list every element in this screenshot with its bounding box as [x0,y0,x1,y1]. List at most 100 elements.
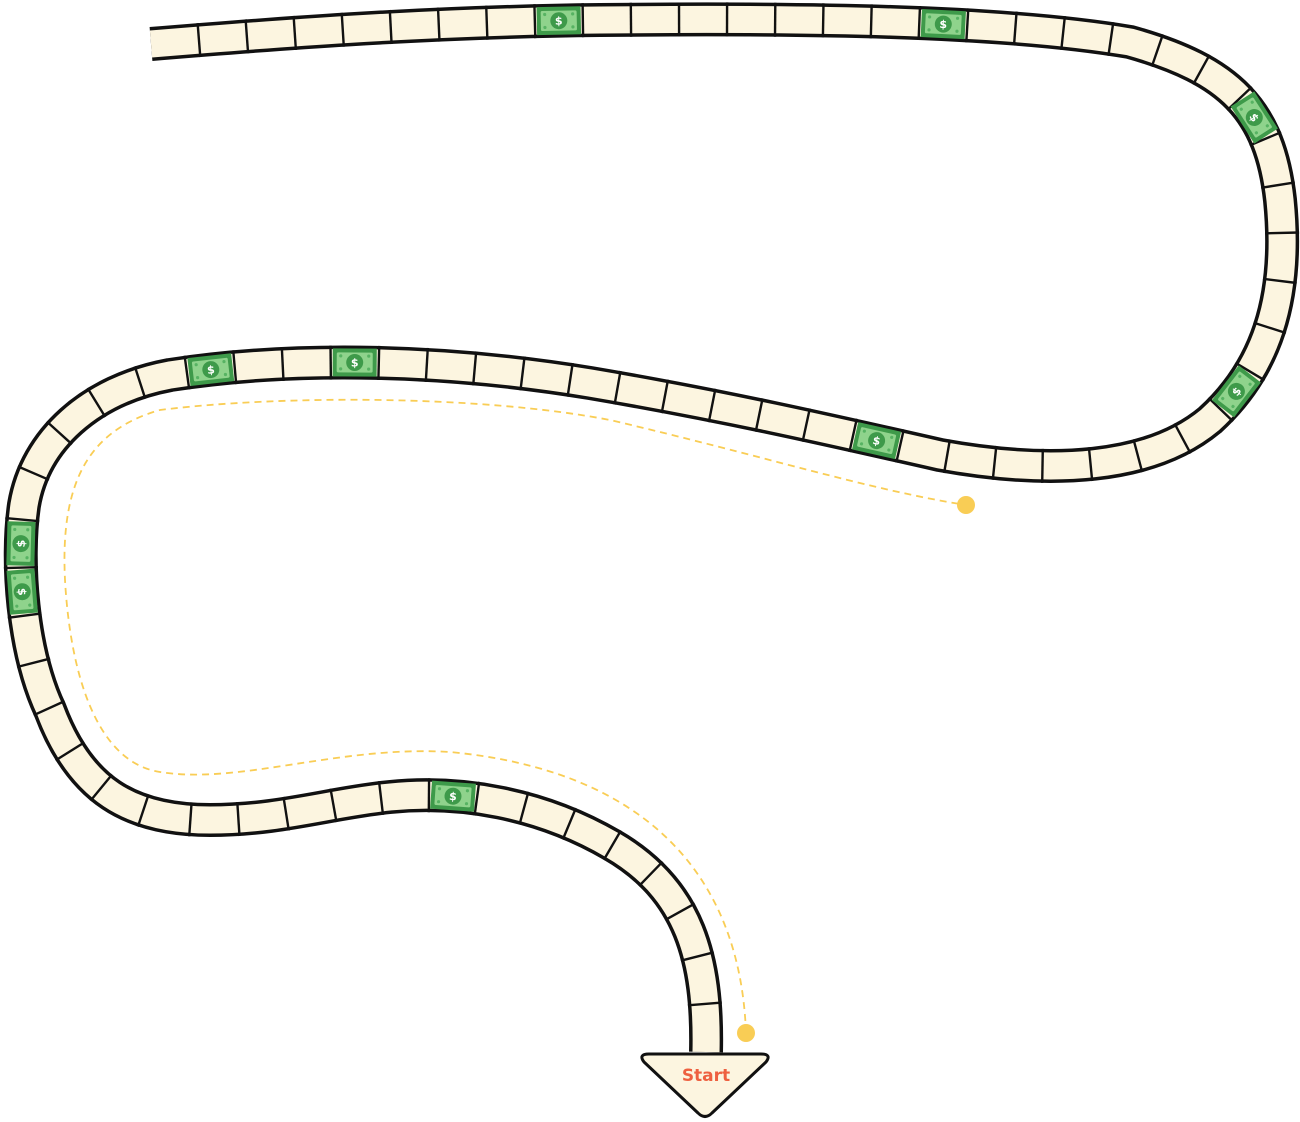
track-divider [1253,321,1287,335]
track-divider [3,566,38,570]
start-arrow [640,1052,770,1118]
dollar-bill-corner-dot [367,354,371,358]
money-space[interactable]: $ [6,568,38,615]
dollar-bill-medallion [1245,109,1263,126]
track-divider [707,388,717,423]
track-divider [602,829,622,861]
dollar-bill-corner-dot [437,787,442,791]
track [3,2,1300,1053]
money-space[interactable]: $ [1230,91,1278,144]
dollar-sign: $ [351,356,359,369]
dollar-bill-medallion [346,354,364,371]
track-divider [1234,361,1266,382]
track-divider [895,429,905,463]
dollar-bill-corner-dot [890,435,894,439]
dollar-bill-corner-dot [465,789,470,793]
track-divider [280,346,285,381]
track-divider [821,3,825,38]
dollar-bill-corner-dot [928,15,932,19]
track-divider [377,345,381,380]
money-space[interactable]: $ [536,6,582,36]
money-space[interactable]: $ [187,353,235,386]
track-divider [196,23,202,58]
dollar-bill-corner-dot [367,367,371,371]
track-divider [660,379,670,414]
start-label: Start [682,1066,730,1086]
dollar-bill-medallion [550,12,568,30]
track-divider [581,3,585,38]
dollar-bill-corner-dot [887,448,891,452]
start-space[interactable]: Start [640,1052,770,1118]
dollar-bill-medallion [1227,382,1245,400]
track-divider [917,5,922,41]
track-divider [848,418,858,453]
track-divider [188,802,193,837]
track-divider [54,741,86,762]
money-space[interactable]: $ [332,348,377,377]
dollar-bill-corner-dot [25,575,30,579]
dollar-bill-corner-dot [222,359,226,364]
dollar-bill-corner-dot [543,25,547,30]
dollar-bill-corner-dot [13,576,17,580]
track-divider [436,7,441,42]
dollar-bill-medallion [13,583,31,601]
dollar-bill-medallion [934,15,952,33]
track-divider [424,347,429,382]
dollar-bill-corner-dot [1250,100,1254,104]
hint-path-dot-end [957,496,975,514]
hint-path-dot-start [737,1024,755,1042]
track-divider [388,9,393,45]
track-divider [687,1001,722,1007]
money-space[interactable]: $ [920,9,966,40]
track-divider [965,8,970,43]
track-divider [1060,15,1067,51]
track-divider [292,15,298,50]
dollar-bill-corner-dot [15,604,19,608]
dollar-sign: $ [555,15,563,28]
dollar-bill-corner-dot [571,12,575,16]
track-divider [1041,448,1044,483]
track-divider [472,351,478,386]
dollar-bill-corner-dot [1248,382,1252,386]
dollar-sign: $ [206,363,215,377]
track-divider [86,387,107,418]
track-divider [518,791,530,825]
track-divider [232,350,238,385]
money-space[interactable]: $ [430,780,476,812]
track-divider [7,612,42,619]
dollar-bill-corner-dot [339,367,343,371]
track-divider [329,788,338,823]
dollar-bill-corner-dot [194,363,198,367]
track-divider [519,356,526,391]
track-divider [1262,277,1297,285]
track-divider [133,366,147,400]
dollar-bill-corner-dot [927,28,931,32]
track-divider [1207,396,1234,423]
dollar-sign: $ [15,587,29,596]
money-space[interactable]: $ [852,422,902,460]
dollar-bill-medallion [12,535,30,553]
dollar-sign: $ [939,18,947,31]
dollar-bill-corner-dot [571,25,575,29]
dollar-bill-medallion [202,361,220,379]
dollar-sign: $ [449,790,458,804]
track-dividers [3,2,1300,1007]
dollar-bill-medallion [868,432,886,450]
track-divider [1087,447,1094,482]
track-divider [377,780,385,816]
dollar-bill-corner-dot [955,29,959,33]
track-divider [89,773,114,802]
dollar-sign: $ [15,540,28,548]
money-space[interactable]: $ [6,521,36,566]
track-divider [136,794,150,827]
track-divider [16,657,51,669]
track-divider [566,362,574,397]
track-divider [33,700,66,717]
track-divider [680,951,715,962]
dollar-bill-medallion [444,787,462,805]
dollar-bill-corner-dot [1231,404,1235,409]
money-space[interactable]: $ [1211,365,1261,418]
dollar-bill-corner-dot [1254,131,1258,135]
track-divider [1173,422,1192,454]
